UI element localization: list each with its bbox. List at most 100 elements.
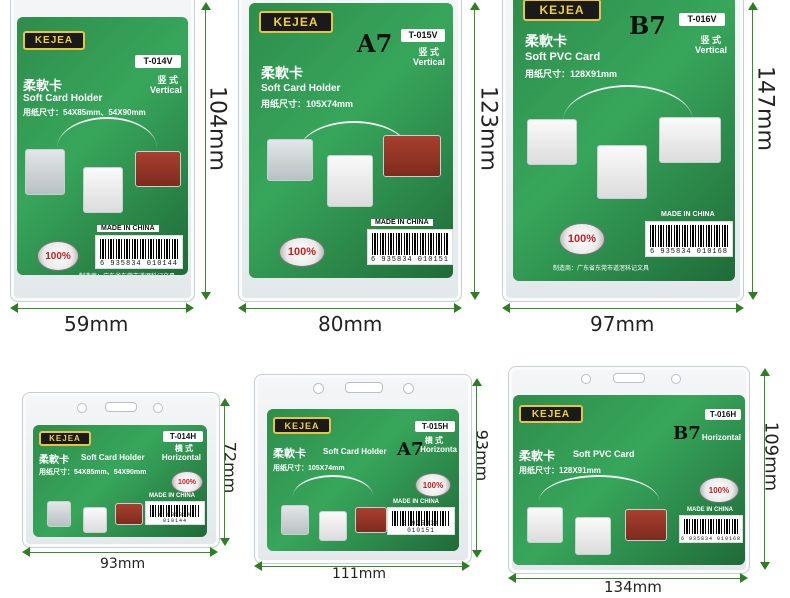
mini-card-red: [355, 507, 387, 533]
barcode-number: 6 935834 010144: [99, 260, 178, 268]
dim-arrow-vertical: [474, 8, 475, 298]
arrow-right: [740, 573, 748, 583]
dim-width-t016v: 97mm: [590, 312, 655, 336]
barcode-bars: [392, 511, 450, 526]
dim-arrow-horizontal: [260, 566, 464, 567]
badge-100: 100%: [279, 237, 325, 267]
orientation-label: Horizonta: [420, 445, 457, 454]
mini-card-white: [575, 517, 611, 555]
strap-slot: [105, 402, 137, 412]
made-in-china: MADE IN CHINA: [661, 211, 715, 218]
product-code: T-015H: [415, 421, 455, 432]
lanyard: [293, 475, 373, 517]
card-insert: KEJEA T-014H 柔軟卡 Soft Card Holder 用纸尺寸：5…: [33, 425, 207, 537]
paper-format: B7: [673, 423, 701, 444]
dim-arrow-vertical: [764, 374, 765, 568]
soft-card-cn: 柔軟卡: [39, 455, 69, 466]
barcode-number: 6 935834 010168: [680, 536, 741, 542]
dim-width-t014v: 59mm: [64, 312, 129, 336]
barcode-number: 6 935834 010168: [649, 248, 728, 256]
holder-t015h: KEJEA T-015H 柔軟卡 Soft Card Holder 用纸尺寸：1…: [254, 374, 472, 564]
badge-text: 100%: [287, 246, 317, 258]
made-in-china: MADE IN CHINA: [393, 499, 439, 505]
holder-t014v: KEJEA T-014V 柔軟卡 Soft Card Holder 用纸尺寸：5…: [10, 0, 195, 302]
mini-card-red: [115, 503, 143, 525]
arrow-right: [736, 303, 744, 313]
card-insert: KEJEA B7 T-016V 竖 式 Vertical 柔軟卡 Soft PV…: [513, 0, 735, 281]
arrow-right: [454, 303, 462, 313]
arrow-left: [10, 303, 18, 313]
holder-t014h: KEJEA T-014H 柔軟卡 Soft Card Holder 用纸尺寸：5…: [22, 392, 220, 548]
brand-logo: KEJEA: [23, 31, 85, 50]
arrow-down: [220, 538, 230, 546]
punch-hole: [77, 403, 87, 413]
product-title: Soft PVC Card: [525, 51, 601, 63]
barcode-bars: [684, 519, 738, 534]
punch-hole: [581, 374, 591, 384]
mini-card-grey: [25, 149, 65, 195]
product-code: T-014V: [135, 55, 181, 68]
holder-t016v: KEJEA B7 T-016V 竖 式 Vertical 柔軟卡 Soft PV…: [502, 0, 744, 302]
mini-card-red: [383, 135, 441, 177]
footer-text: 制造商：广东省东莞市道滘科记文具: [553, 266, 650, 272]
dim-arrow-horizontal: [508, 308, 738, 309]
barcode: 6 935834 010168: [645, 221, 733, 257]
dim-arrow-vertical: [476, 384, 477, 556]
product-title: Soft PVC Card: [573, 449, 635, 459]
badge-100: 100%: [37, 241, 79, 271]
arrow-up: [201, 2, 211, 10]
arrow-right: [210, 547, 218, 557]
mini-card-white: [527, 119, 577, 165]
badge-text: 100%: [708, 485, 730, 495]
dim-arrow-vertical: [752, 8, 753, 298]
arrow-down: [472, 550, 482, 558]
punch-hole: [671, 374, 681, 384]
paper-size: 用纸尺寸：54X85mm、54X90mm: [39, 469, 147, 476]
strap-slot: [345, 382, 383, 393]
dim-height-t014v: 104mm: [204, 86, 230, 171]
orientation-label: Vertical: [694, 45, 727, 55]
badge-100: 100%: [699, 477, 739, 503]
arrow-right: [462, 561, 470, 571]
soft-card-cn: 柔軟卡: [23, 78, 63, 93]
arrow-left: [254, 561, 262, 571]
product-title: Soft Card Holder: [23, 93, 103, 104]
mini-card-white: [527, 507, 563, 543]
brand-logo: KEJEA: [519, 405, 583, 423]
paper-size: 用纸尺寸：128X91mm: [519, 466, 601, 475]
orientation-label: Horizontal: [701, 433, 741, 442]
soft-card-cn: 柔軟卡: [525, 33, 567, 49]
arrow-up: [760, 368, 770, 376]
made-in-china: MADE IN CHINA: [97, 225, 159, 232]
mini-card-grey: [281, 505, 309, 535]
product-code: T-015V: [401, 29, 445, 42]
brand-logo: KEJEA: [259, 11, 333, 33]
strap-slot: [613, 373, 645, 383]
paper-size: 用纸尺寸：54X85mm、54X90mm: [23, 108, 146, 117]
paper-size: 用纸尺寸：105X74mm: [261, 99, 354, 109]
dim-arrow-horizontal: [16, 308, 188, 309]
badge-text: 100%: [567, 233, 597, 245]
card-insert: KEJEA A7 T-015V 竖 式 Vertical 柔軟卡 Soft Ca…: [249, 3, 453, 278]
barcode-bars: [100, 239, 178, 259]
card-insert: KEJEA T-015H 柔軟卡 Soft Card Holder 用纸尺寸：1…: [267, 409, 459, 551]
badge-100: 100%: [171, 471, 203, 493]
made-in-china: MADE IN CHINA: [687, 507, 733, 513]
orientation-cn: 竖 式: [157, 75, 178, 85]
product-code: T-016H: [705, 409, 741, 420]
dim-width-t015v: 80mm: [318, 312, 383, 336]
arrow-up: [472, 378, 482, 386]
barcode: 6 935834 010144: [145, 501, 205, 525]
barcode: 6 935834 010144: [95, 235, 183, 269]
barcode-number: 6 935834 010144: [158, 512, 191, 524]
barcode-number: 6 935834 010151: [370, 256, 449, 264]
product-title: Soft Card Holder: [261, 83, 341, 94]
dim-arrow-horizontal: [514, 578, 742, 579]
dim-arrow-vertical: [205, 8, 206, 298]
product-code: T-016V: [679, 13, 725, 26]
dim-width-t014h: 93mm: [100, 556, 146, 572]
barcode-number: 6 935834 010151: [402, 520, 440, 534]
product-title: Soft Card Holder: [81, 453, 145, 462]
arrow-down: [760, 562, 770, 570]
punch-hole: [403, 383, 414, 394]
